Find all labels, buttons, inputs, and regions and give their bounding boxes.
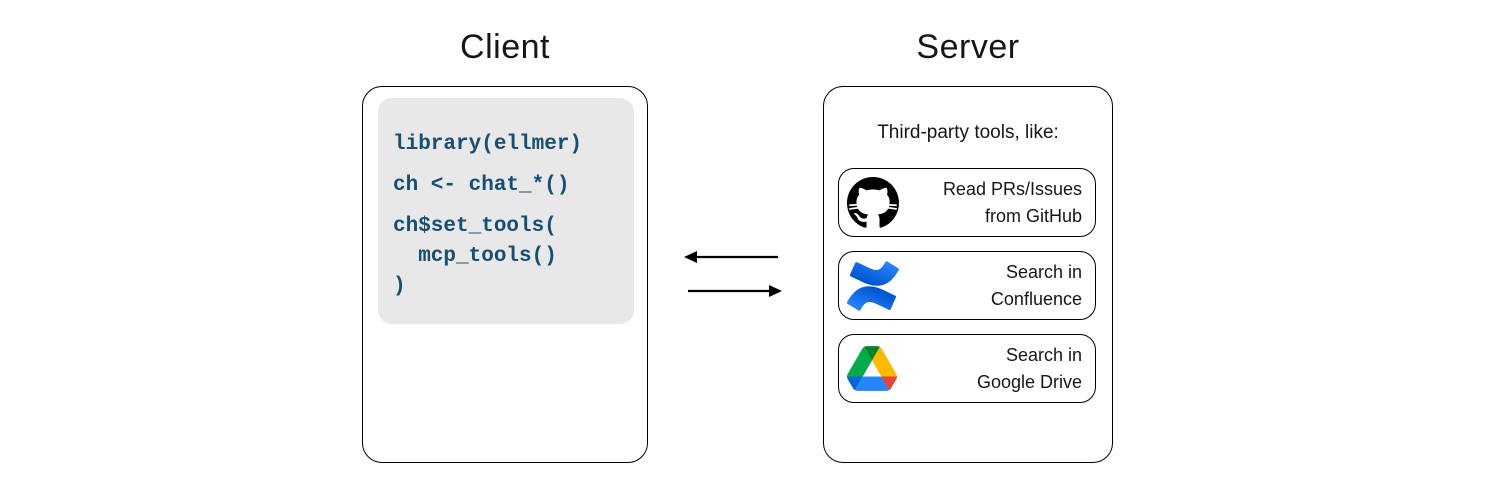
client-box: library(ellmer) ch <- chat_*() ch$set_to… (362, 86, 648, 463)
tools-heading: Third-party tools, like: (877, 122, 1059, 143)
confluence-icon (847, 260, 899, 311)
code-block: library(ellmer) ch <- chat_*() ch$set_to… (378, 98, 634, 324)
client-title: Client (460, 28, 550, 66)
tool-cards: Read PRs/Issues from GitHub (838, 168, 1096, 403)
tool-label-line1: Read PRs/Issues (942, 178, 1082, 199)
tool-label-line2: Confluence (990, 288, 1082, 309)
tool-label-google-drive: Search in Google Drive (977, 342, 1082, 396)
code-statement-chat: ch <- chat_*() (393, 174, 570, 197)
github-icon (847, 176, 899, 229)
tool-label-line2: Google Drive (976, 371, 1082, 392)
tool-label-line2: from GitHub (984, 205, 1082, 226)
tool-label-line1: Search in (1005, 344, 1082, 365)
arrow-server-to-client (684, 251, 778, 263)
tool-card-confluence: Search in Confluence (838, 251, 1096, 320)
tool-card-github: Read PRs/Issues from GitHub (838, 168, 1096, 237)
bidirectional-arrows (684, 251, 782, 297)
server-box: Third-party tools, like: Rea (823, 86, 1113, 463)
tool-label-confluence: Search in Confluence (991, 259, 1082, 313)
code-statement-set-tools: ch$set_tools( mcp_tools() ) (393, 215, 557, 298)
tool-label-github: Read PRs/Issues from GitHub (943, 176, 1082, 230)
google-drive-icon (847, 346, 897, 391)
arrow-client-to-server (688, 285, 782, 297)
code-statement-library: library(ellmer) (393, 133, 583, 156)
tool-card-google-drive: Search in Google Drive (838, 334, 1096, 403)
tool-label-line1: Search in (1005, 261, 1082, 282)
server-title: Server (916, 28, 1020, 66)
